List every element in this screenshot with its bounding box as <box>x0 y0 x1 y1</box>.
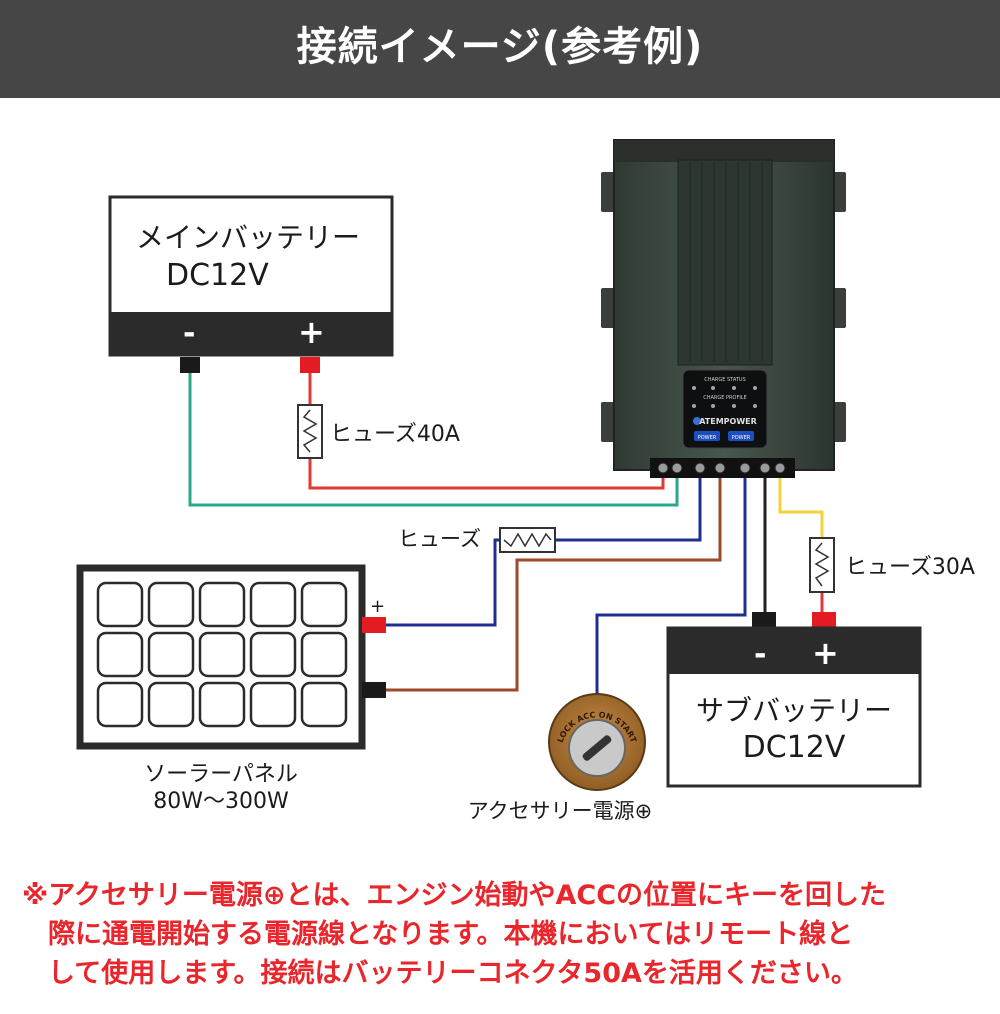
solar-cell <box>198 681 246 728</box>
note-line-1: ※アクセサリー電源⊕とは、エンジン始動やACCの位置にキーを回した <box>22 880 887 911</box>
solar-cell <box>96 631 144 678</box>
wire-main-positive-2 <box>308 458 665 490</box>
accessory-label: アクセサリー電源⊕ <box>468 799 653 823</box>
fuse-solar: ヒューズ <box>398 527 556 553</box>
wire-accessory <box>595 474 747 700</box>
main-battery: メインバッテリー DC12V - + <box>108 195 394 373</box>
sub-pos-terminal <box>812 612 836 628</box>
charger-device: CHARGE STATUS CHARGE PROFILE ATEMPOWER P… <box>601 139 846 478</box>
wire-solar-positive <box>385 538 500 627</box>
solar-cell <box>249 681 297 728</box>
solar-name: ソーラーパネル <box>144 762 298 787</box>
ignition-key-switch: LOCK ACC ON START アクセサリー電源⊕ <box>468 693 653 823</box>
charge-profile-title: CHARGE PROFILE <box>703 395 747 401</box>
solar-cell <box>300 581 348 628</box>
solar-cell <box>96 581 144 628</box>
fuse-30a-label: ヒューズ30A <box>845 555 975 580</box>
page-title: 接続イメージ(参考例) <box>296 24 704 70</box>
power-button-1-label: POWER <box>698 435 717 441</box>
sub-battery-voltage: DC12V <box>743 730 846 765</box>
fuse-30a: ヒューズ30A <box>809 537 975 593</box>
note-line-3: して使用します。接続はバッテリーコネクタ50Aを活用ください。 <box>48 958 858 989</box>
main-battery-voltage: DC12V <box>166 258 269 293</box>
wire-solar-positive-2 <box>555 474 702 542</box>
solar-power: 80W〜300W <box>153 789 289 814</box>
solar-pos-mark: + <box>370 596 385 617</box>
solar-cell <box>147 631 195 678</box>
sub-battery-pos-mark: + <box>812 634 839 672</box>
header-bar: 接続イメージ(参考例) <box>0 0 1000 98</box>
power-button-2-label: POWER <box>732 435 751 441</box>
solar-cell <box>147 581 195 628</box>
power-button-2[interactable] <box>728 431 754 441</box>
solar-cell <box>198 631 246 678</box>
note-line-2: 際に通電開始する電源線となります。本機においてはリモート線と <box>48 919 854 950</box>
sub-battery: - + サブバッテリー DC12V <box>666 612 922 788</box>
main-battery-neg-mark: - <box>183 316 195 351</box>
solar-cell <box>300 631 348 678</box>
sub-neg-terminal <box>752 612 776 628</box>
solar-neg-terminal <box>362 682 386 698</box>
sub-battery-name: サブバッテリー <box>696 694 892 727</box>
solar-cell <box>249 581 297 628</box>
fuse-40a: ヒューズ40A <box>297 404 460 459</box>
solar-cell <box>96 681 144 728</box>
wire-sub-positive <box>778 474 824 538</box>
solar-cells <box>96 581 348 728</box>
main-battery-pos-mark: + <box>298 313 325 351</box>
charge-status-title: CHARGE STATUS <box>704 377 746 383</box>
solar-pos-terminal <box>362 617 386 633</box>
main-battery-name: メインバッテリー <box>136 221 360 254</box>
solar-cell <box>300 681 348 728</box>
wire-main-negative <box>188 372 679 507</box>
solar-cell <box>249 631 297 678</box>
wire-solar-negative <box>385 474 722 692</box>
main-pos-terminal <box>300 357 320 373</box>
power-button-1[interactable] <box>694 431 720 441</box>
fuse-solar-label: ヒューズ <box>398 527 481 551</box>
fuse-40a-label: ヒューズ40A <box>330 422 460 447</box>
brand-logo-icon <box>693 417 701 425</box>
sub-battery-neg-mark: - <box>754 637 766 672</box>
solar-cell <box>147 681 195 728</box>
device-brand: ATEMPOWER <box>699 417 757 426</box>
solar-panel: + ソーラーパネル 80W〜300W <box>76 564 386 814</box>
main-neg-terminal <box>180 357 200 373</box>
solar-cell <box>198 581 246 628</box>
